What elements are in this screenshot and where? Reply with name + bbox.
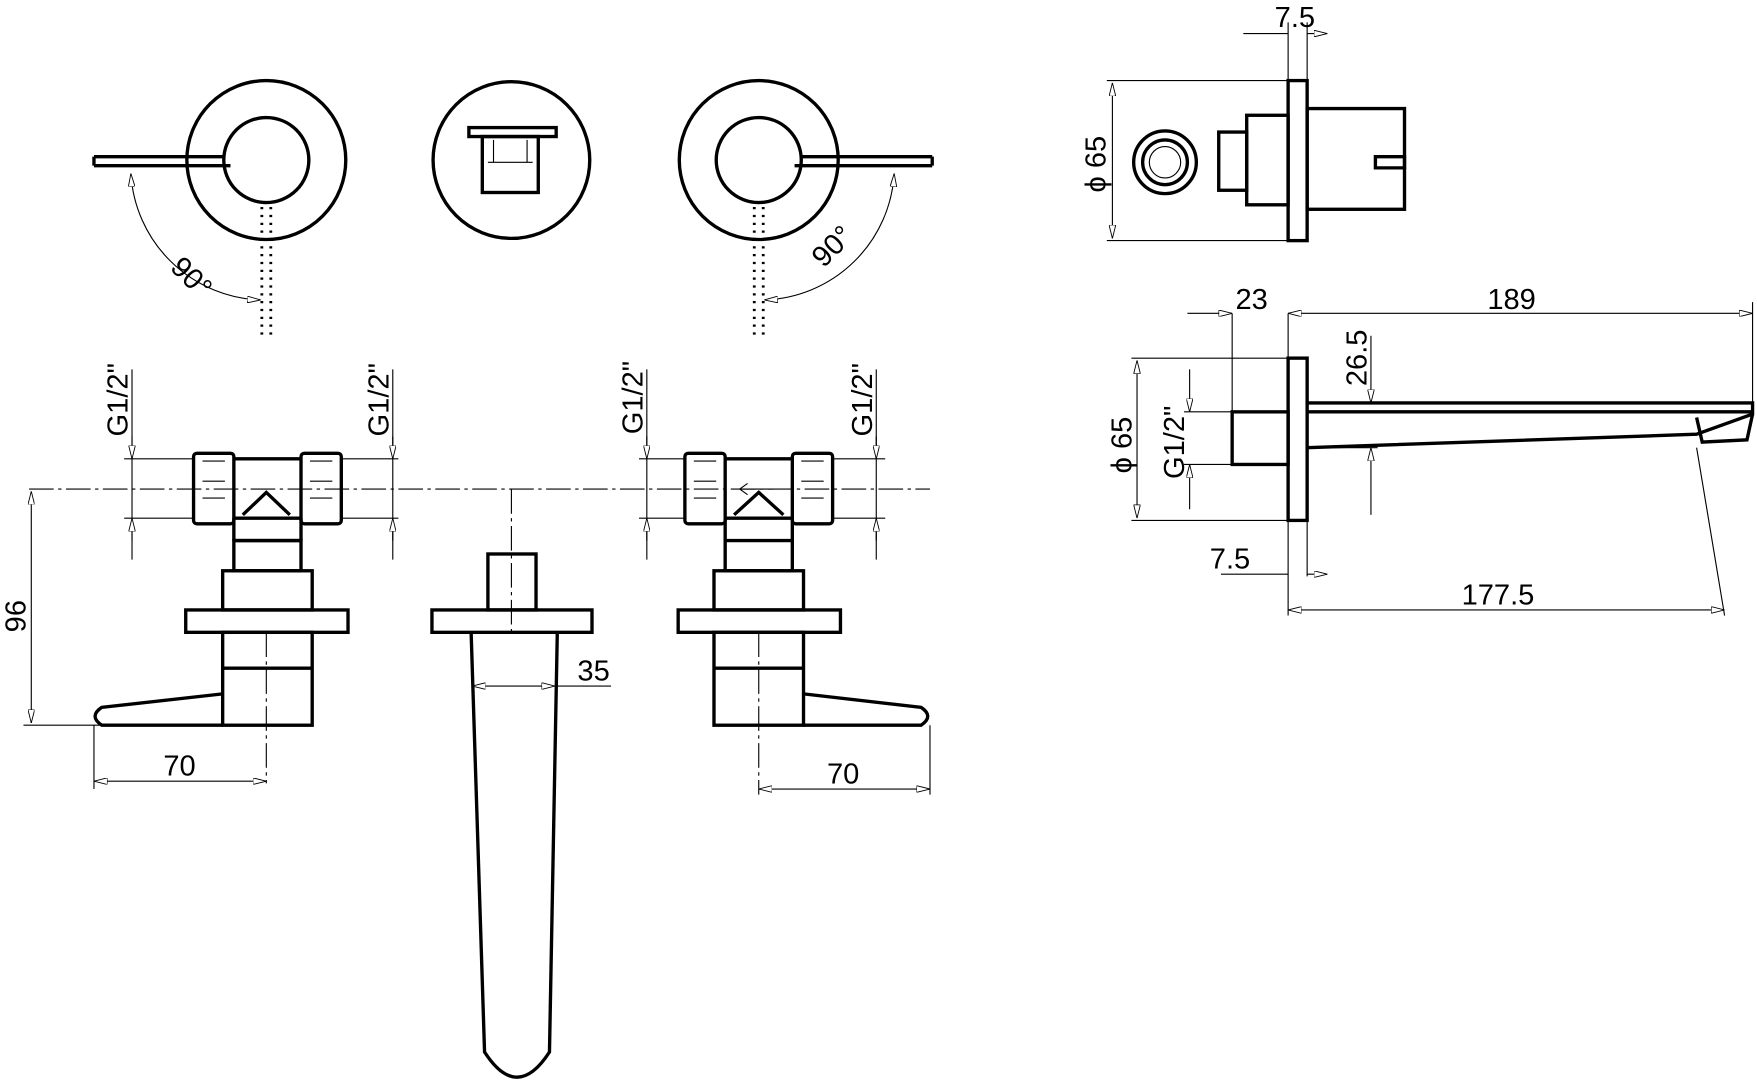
plate-thickness-label: 7.5 xyxy=(1275,2,1315,34)
total-length-label: 189 xyxy=(1487,284,1536,316)
angle-label-left: 90° xyxy=(164,251,218,305)
thread-label-3: G1/2" xyxy=(617,361,649,434)
side-view-spout: 23 189 26.5 ϕ 65 G1/2" 7.5 177.5 xyxy=(1106,284,1755,616)
thread-label-1: G1/2" xyxy=(103,363,135,436)
spout-plate-label: 7.5 xyxy=(1210,544,1250,576)
angle-label-right: 90° xyxy=(806,220,860,274)
lever-length-left-label: 70 xyxy=(163,751,195,783)
front-view-left-valve: G1/2" G1/2" 96 70 xyxy=(1,363,399,790)
thread-label-2: G1/2" xyxy=(363,363,395,436)
spout-thread-label: G1/2" xyxy=(1159,406,1191,479)
spout-height-label: 26.5 xyxy=(1341,330,1373,387)
front-view-spout: 35 xyxy=(430,552,612,1079)
diameter-label: ϕ 65 xyxy=(1081,136,1113,193)
front-view-right-valve: G1/2" G1/2" 70 xyxy=(617,361,931,795)
spout-diameter-label: ϕ 65 xyxy=(1106,417,1138,474)
offset-label: 23 xyxy=(1236,284,1268,316)
top-view-left-handle: 90° xyxy=(92,78,348,336)
spout-length-label: 177.5 xyxy=(1462,579,1535,611)
thread-label-4: G1/2" xyxy=(847,363,879,436)
top-view-spout xyxy=(431,80,592,241)
depth-label: 96 xyxy=(1,600,33,632)
side-view-valve: 7.5 ϕ 65 xyxy=(1081,2,1407,243)
top-view-right-handle: 90° xyxy=(677,78,934,336)
lever-length-right-label: 70 xyxy=(827,758,859,790)
spout-width-label: 35 xyxy=(577,655,609,687)
